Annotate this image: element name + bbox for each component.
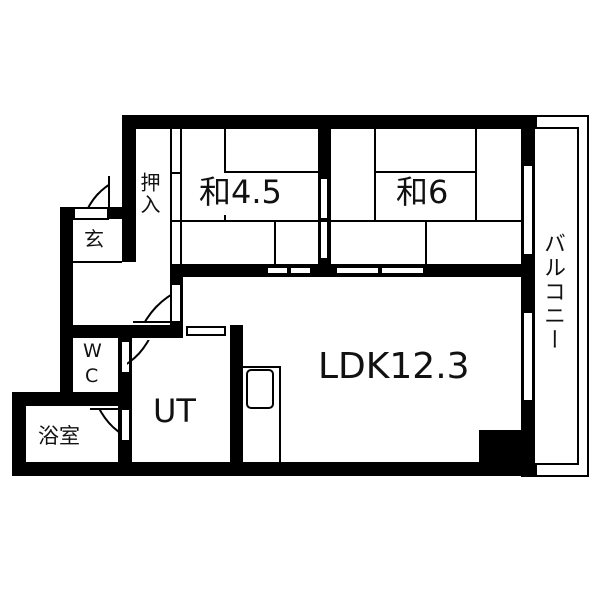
genkan-label: 玄 [84, 227, 104, 251]
ldk-label: LDK12.3 [318, 346, 470, 387]
wall-oshiire-left [122, 115, 136, 277]
washitsu-45-label: 和4.5 [199, 173, 282, 211]
tatami-6-v3 [425, 220, 427, 264]
genkan-floor [73, 219, 122, 262]
ldk-door-frame [170, 283, 182, 323]
sliding-door-45-b[interactable] [289, 266, 312, 275]
tatami-45-v2 [274, 220, 276, 264]
balcony-label: バルコニー [540, 232, 565, 352]
genkan-door-frame [73, 207, 109, 220]
wall-bottom [12, 462, 535, 476]
oshiire-shelf-line [170, 172, 182, 174]
tatami-45-h2 [182, 220, 318, 222]
bath-label: 浴室 [38, 424, 80, 448]
tatami-6-h1 [374, 171, 477, 173]
ut-top-window [186, 326, 226, 336]
window-ldk [522, 311, 534, 402]
ldk-door-leaf [133, 321, 171, 323]
ut-label: UT [153, 392, 196, 430]
tatami-45-v1 [224, 129, 226, 173]
kitchen-sink [246, 369, 274, 409]
wall-genkan-left [60, 207, 73, 392]
wc-floor [73, 338, 118, 392]
tatami-6-v1 [374, 129, 376, 220]
wall-bath-left [12, 392, 26, 476]
sliding-door-washitsu-divider-a[interactable] [319, 177, 329, 220]
oshiire-floor [136, 129, 182, 264]
tatami-6-v2 [475, 129, 477, 220]
oshiire-label: 押入 [137, 172, 161, 216]
wc-label-w: W [83, 340, 102, 362]
washitsu-6-label: 和6 [396, 173, 449, 211]
wc-label-c: C [85, 365, 99, 387]
bath-door-leaf [90, 408, 121, 410]
oshiire-divider [180, 129, 182, 264]
sliding-door-washitsu-divider-b[interactable] [319, 220, 329, 260]
oshiire-inner-line [170, 129, 172, 264]
sliding-door-45-a[interactable] [266, 266, 289, 275]
tatami-45-h1 [224, 171, 318, 173]
sliding-door-6-b[interactable] [380, 266, 425, 275]
wall-bath-top [12, 392, 132, 406]
genkan-step-line [73, 261, 122, 263]
balcony-inner [535, 127, 579, 465]
window-washitsu-6 [522, 164, 534, 256]
pillar-ldk-corner-inner [479, 430, 521, 462]
bath-door-frame [120, 408, 131, 442]
kitchen-wall-stub [230, 325, 243, 462]
entrance-door-leaf [108, 176, 110, 207]
oshiire-shelf-line-2 [170, 220, 182, 222]
sliding-door-6-a[interactable] [335, 266, 380, 275]
wall-genkan-top-right [109, 207, 122, 219]
tatami-45-tick [224, 215, 226, 221]
washitsu-45-floor [182, 129, 318, 264]
